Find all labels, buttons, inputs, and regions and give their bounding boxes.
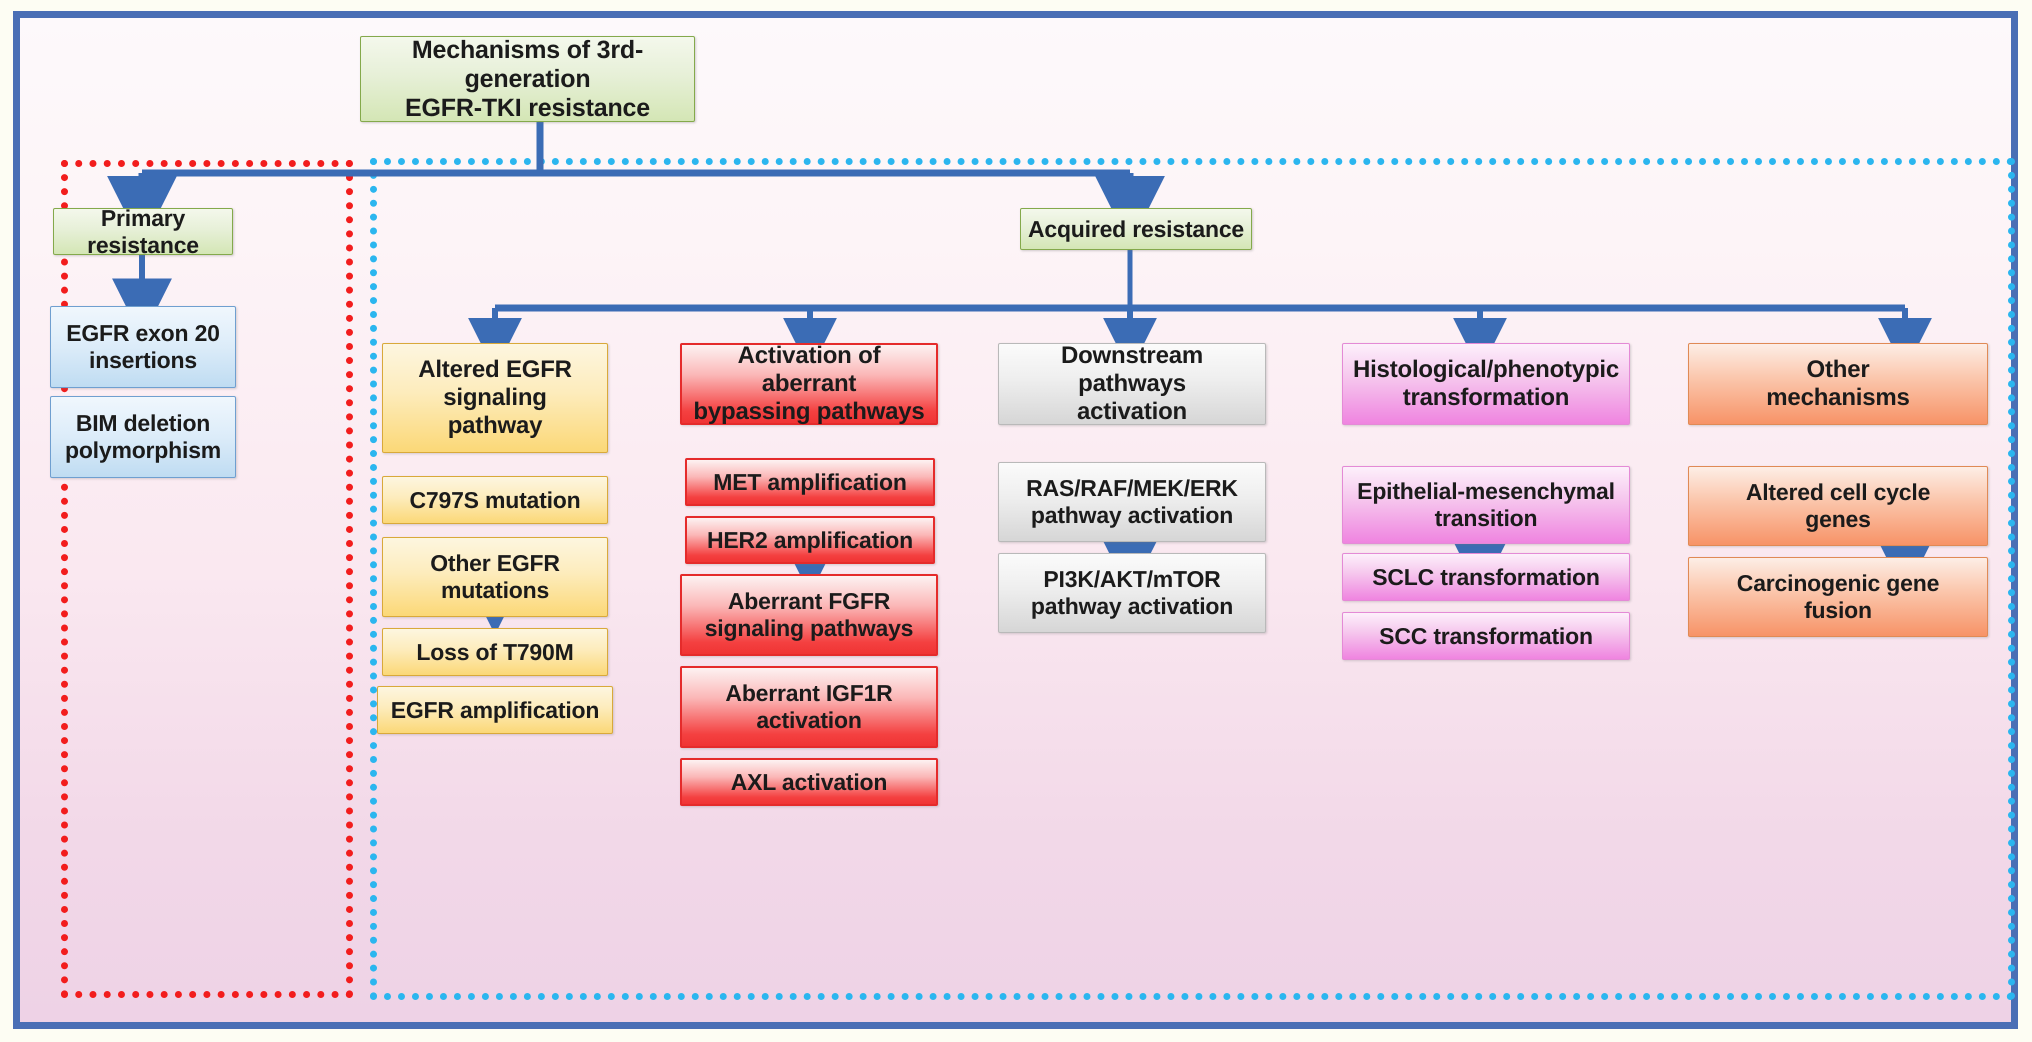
node-sclc-transformation[interactable]: SCLC transformation bbox=[1342, 553, 1630, 601]
node-aberrant-fgfr-signaling-pathways[interactable]: Aberrant FGFR signaling pathways bbox=[680, 574, 938, 656]
node-histological-phenotypic-transformation[interactable]: Histological/phenotypic transformation bbox=[1342, 343, 1630, 425]
node-scc-transformation[interactable]: SCC transformation bbox=[1342, 612, 1630, 660]
node-root-title[interactable]: Mechanisms of 3rd-generation EGFR-TKI re… bbox=[360, 36, 695, 122]
node-carcinogenic-gene-fusion[interactable]: Carcinogenic gene fusion bbox=[1688, 557, 1988, 637]
node-acquired-resistance[interactable]: Acquired resistance bbox=[1020, 208, 1252, 250]
node-other-egfr-mutations[interactable]: Other EGFR mutations bbox=[382, 537, 608, 617]
node-ras-raf-mek-erk-pathway-activation[interactable]: RAS/RAF/MEK/ERK pathway activation bbox=[998, 462, 1266, 542]
node-pi3k-akt-mtor-pathway-activation[interactable]: PI3K/AKT/mTOR pathway activation bbox=[998, 553, 1266, 633]
node-other-mechanisms[interactable]: Other mechanisms bbox=[1688, 343, 1988, 425]
node-altered-cell-cycle-genes[interactable]: Altered cell cycle genes bbox=[1688, 466, 1988, 546]
node-aberrant-igf1r-activation[interactable]: Aberrant IGF1R activation bbox=[680, 666, 938, 748]
node-met-amplification[interactable]: MET amplification bbox=[685, 458, 935, 506]
node-altered-egfr-signaling-pathway[interactable]: Altered EGFR signaling pathway bbox=[382, 343, 608, 453]
diagram-outer-frame: Mechanisms of 3rd-generation EGFR-TKI re… bbox=[13, 11, 2018, 1029]
node-her2-amplification[interactable]: HER2 amplification bbox=[685, 516, 935, 564]
node-epithelial-mesenchymal-transition[interactable]: Epithelial-mesenchymal transition bbox=[1342, 466, 1630, 544]
node-activation-of-aberrant-bypassing-pathways[interactable]: Activation of aberrant bypassing pathway… bbox=[680, 342, 938, 425]
primary-resistance-region bbox=[61, 160, 353, 998]
node-bim-deletion-polymorphism[interactable]: BIM deletion polymorphism bbox=[50, 396, 236, 478]
node-egfr-exon-20-insertions[interactable]: EGFR exon 20 insertions bbox=[50, 306, 236, 388]
node-primary-resistance[interactable]: Primary resistance bbox=[53, 205, 233, 258]
node-loss-of-t790m[interactable]: Loss of T790M bbox=[382, 628, 608, 676]
node-egfr-amplification[interactable]: EGFR amplification bbox=[377, 686, 613, 734]
node-axl-activation[interactable]: AXL activation bbox=[680, 758, 938, 806]
node-downstream-pathways-activation[interactable]: Downstream pathways activation bbox=[998, 342, 1266, 425]
node-c797s-mutation[interactable]: C797S mutation bbox=[382, 476, 608, 524]
